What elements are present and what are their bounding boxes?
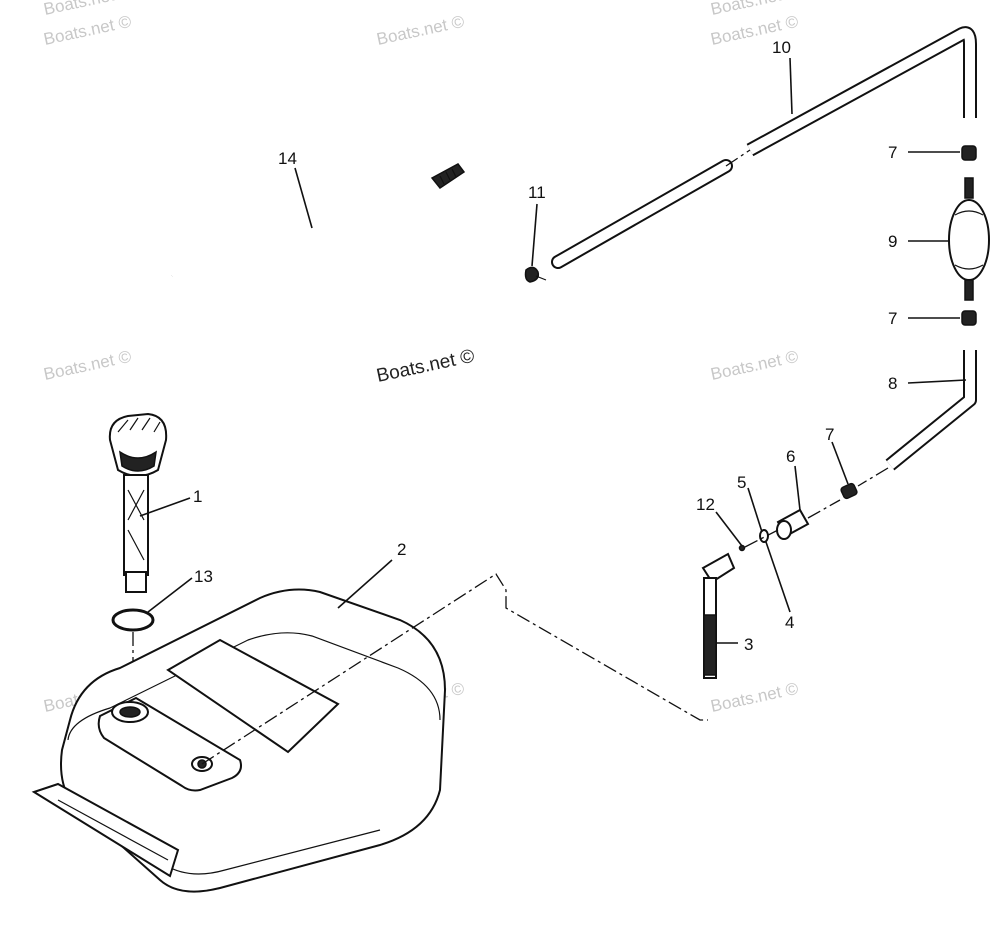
callout-label: 10 — [772, 38, 791, 57]
center-watermark: Boats.net © — [375, 346, 477, 387]
pickup-tube-part — [701, 552, 736, 679]
fuel-line-part — [551, 26, 977, 269]
callout-label: 6 — [786, 447, 795, 466]
callout-label: 13 — [194, 567, 213, 586]
watermark: Boats.net © — [375, 12, 467, 49]
watermark-layer: Boats.net © Boats.net © Boats.net © Boat… — [42, 0, 801, 716]
clamp-part — [524, 266, 547, 283]
callout-label: 9 — [888, 232, 897, 251]
elbow-hose-part — [857, 350, 977, 487]
callout-label: 5 — [737, 473, 746, 492]
watermark: Boats.net © — [709, 679, 801, 716]
fuel-gauge-part — [108, 412, 168, 593]
callout-label: 2 — [397, 540, 406, 559]
fitting-part — [840, 145, 977, 500]
o-ring-part — [111, 608, 155, 632]
callout-label: 7 — [888, 309, 897, 328]
callout-label: 7 — [825, 425, 834, 444]
callout-label: 11 — [528, 183, 546, 202]
callout-label: 3 — [744, 635, 753, 654]
watermark: Boats.net © — [42, 347, 134, 384]
callout-label: 14 — [278, 149, 297, 168]
callout-label: 8 — [888, 374, 897, 393]
watermark: Boats.net © — [42, 12, 134, 49]
leader-lines — [139, 57, 967, 644]
connector-part — [738, 499, 841, 552]
fuel-tank-part — [31, 573, 708, 893]
callout-label: 7 — [888, 143, 897, 162]
callout-label: 12 — [696, 495, 715, 514]
callout-label: 1 — [193, 487, 202, 506]
callout-label: 4 — [785, 613, 794, 632]
primer-bulb-part — [948, 177, 990, 301]
fuel-hose-part — [169, 163, 466, 279]
callout-labels: 1 2 3 4 5 6 7 7 7 8 9 10 11 12 13 14 — [193, 38, 897, 654]
watermark: Boats.net © — [709, 347, 801, 384]
